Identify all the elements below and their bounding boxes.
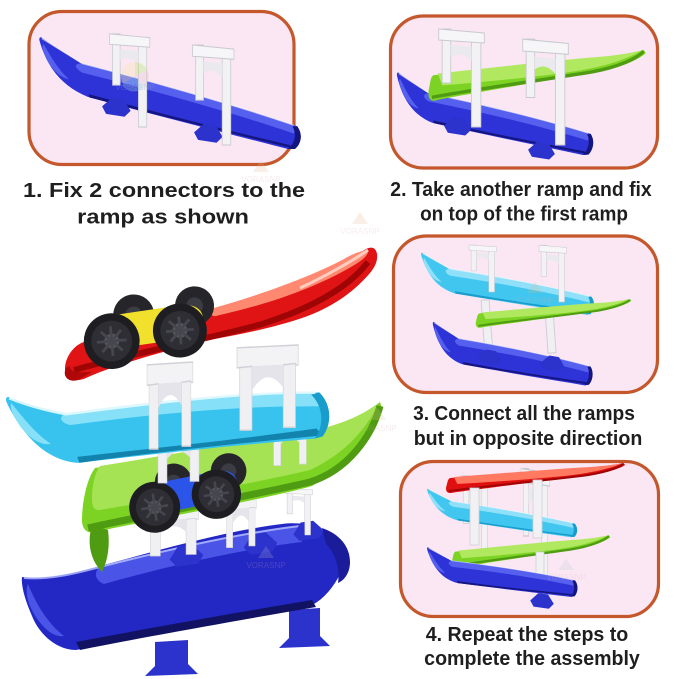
svg-text:complete the assembly: complete the assembly: [424, 648, 640, 670]
svg-text:2. Take another ramp and fix: 2. Take another ramp and fix: [390, 179, 651, 201]
svg-text:1. Fix 2 connectors to the: 1. Fix 2 connectors to the: [23, 179, 305, 202]
svg-text:3. Connect all the ramps: 3. Connect all the ramps: [413, 403, 635, 425]
svg-text:but in opposite direction: but in opposite direction: [414, 428, 643, 450]
svg-text:VORASNP: VORASNP: [115, 83, 154, 92]
svg-text:VORASNP: VORASNP: [515, 296, 554, 305]
svg-text:VORASNP: VORASNP: [357, 424, 396, 433]
svg-text:VORASNP: VORASNP: [546, 573, 585, 582]
svg-text:VORASNP: VORASNP: [241, 175, 280, 184]
svg-text:4. Repeat the steps to: 4. Repeat the steps to: [426, 624, 629, 646]
svg-text:on top of the first ramp: on top of the first ramp: [420, 203, 628, 226]
svg-text:ramp as shown: ramp as shown: [77, 205, 249, 228]
svg-text:VORASNP: VORASNP: [340, 227, 379, 236]
svg-text:VORASNP: VORASNP: [246, 561, 285, 570]
